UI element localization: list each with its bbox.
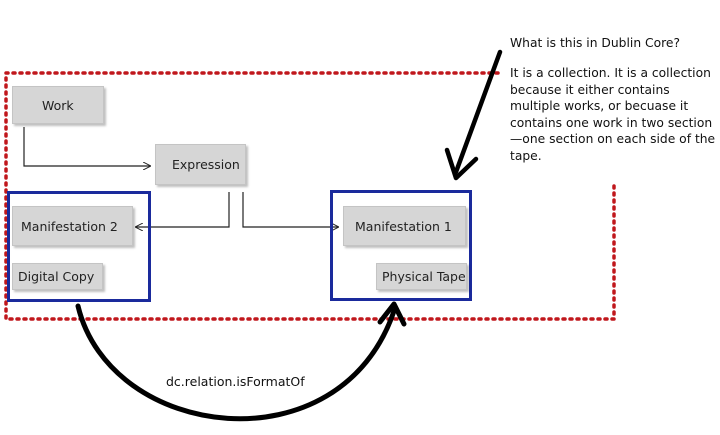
annotation-answer-line: multiple works, or becuase it [510, 99, 689, 113]
annotation-answer-line: because it either contains [510, 82, 670, 97]
manifestation-1-label: Manifestation 1 [355, 218, 452, 234]
is-format-of-arrowhead [377, 301, 407, 327]
is-format-of-curve [75, 303, 397, 422]
annotation-answer-line: It is a collection. It is a collection [510, 66, 711, 80]
annotation-answer-line: tape. [510, 148, 542, 163]
annotation-answer: It is a collection. It is a collection b… [510, 65, 720, 164]
collection-boundary [4, 71, 616, 321]
manifestation-1-group [330, 190, 472, 301]
relation-label: dc.relation.isFormatOf [166, 374, 305, 389]
manifestation-2-group [7, 191, 151, 302]
physical-tape-label: Physical Tape [382, 269, 466, 284]
expression-to-manifestation-1-arrow [242, 192, 338, 227]
expression-node: Expression [155, 144, 246, 185]
annotation-pointer-line [453, 49, 503, 175]
expression-to-manifestation-2-arrow [136, 192, 230, 227]
digital-copy-label: Digital Copy [18, 269, 95, 284]
annotation-answer-line: contains one work in two section [510, 115, 713, 130]
annotation-question: What is this in Dublin Core? [510, 36, 681, 50]
manifestation-2-label: Manifestation 2 [21, 218, 118, 234]
manifestation-1-node: Manifestation 1 [343, 206, 466, 246]
digital-copy-node: Digital Copy [12, 263, 103, 290]
work-label: Work [42, 97, 74, 113]
physical-tape-node: Physical Tape [376, 263, 467, 290]
manifestation-2-node: Manifestation 2 [12, 206, 133, 246]
annotation-answer-line: —one section on each side of the [510, 132, 716, 146]
annotation-pointer-head [444, 147, 479, 181]
expression-label: Expression [172, 157, 240, 172]
work-to-expression-arrow [23, 127, 150, 166]
work-node: Work [12, 86, 104, 124]
